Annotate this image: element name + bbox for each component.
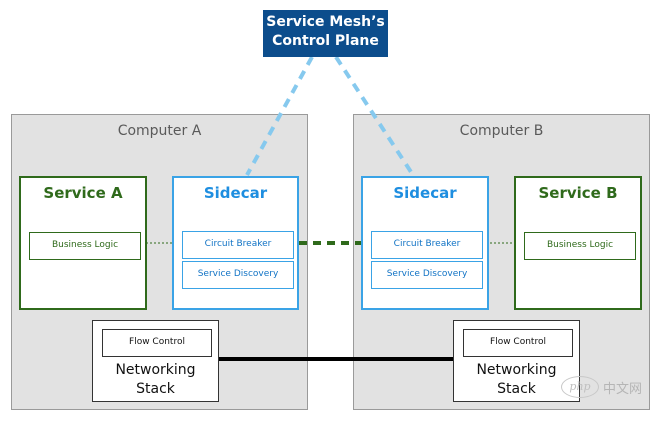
service-b-title: Service B (538, 184, 618, 202)
control-plane: Service Mesh’s Control Plane (263, 10, 388, 57)
flow-control-a: Flow Control (102, 329, 212, 357)
computer-a-title: Computer A (117, 123, 202, 139)
networking-stack-a-line2: Stack (136, 381, 175, 397)
business-logic-b: Business Logic (524, 232, 636, 260)
service-a: Service A Business Logic (19, 176, 147, 310)
sidecar-b: Sidecar Circuit Breaker Service Discover… (361, 176, 489, 310)
circuit-breaker-a: Circuit Breaker (182, 231, 294, 259)
business-logic-a: Business Logic (29, 232, 141, 260)
watermark-text: 中文网 (603, 382, 643, 397)
control-plane-link-a (245, 56, 314, 176)
service-discovery-a: Service Discovery (182, 261, 294, 289)
control-plane-line2: Control Plane (272, 33, 379, 49)
sidecar-a: Sidecar Circuit Breaker Service Discover… (172, 176, 299, 310)
computer-b-title: Computer B (459, 123, 544, 139)
circuit-breaker-b: Circuit Breaker (371, 231, 483, 259)
networking-stack-a-line1: Networking (115, 362, 196, 378)
networking-stack-a: Flow Control Networking Stack (92, 320, 219, 402)
php-logo-watermark: php (561, 376, 599, 398)
sidecar-a-title: Sidecar (203, 184, 268, 202)
control-plane-link-b (334, 55, 415, 177)
sidecar-b-title: Sidecar (393, 184, 457, 202)
networking-stack-b: Flow Control Networking Stack (453, 320, 580, 402)
service-discovery-b: Service Discovery (371, 261, 483, 289)
networking-stack-b-line1: Networking (476, 362, 557, 378)
networking-stack-b-line2: Stack (497, 381, 536, 397)
control-plane-line1: Service Mesh’s (266, 14, 385, 30)
service-a-title: Service A (43, 184, 123, 202)
service-b: Service B Business Logic (514, 176, 642, 310)
flow-control-b: Flow Control (463, 329, 573, 357)
